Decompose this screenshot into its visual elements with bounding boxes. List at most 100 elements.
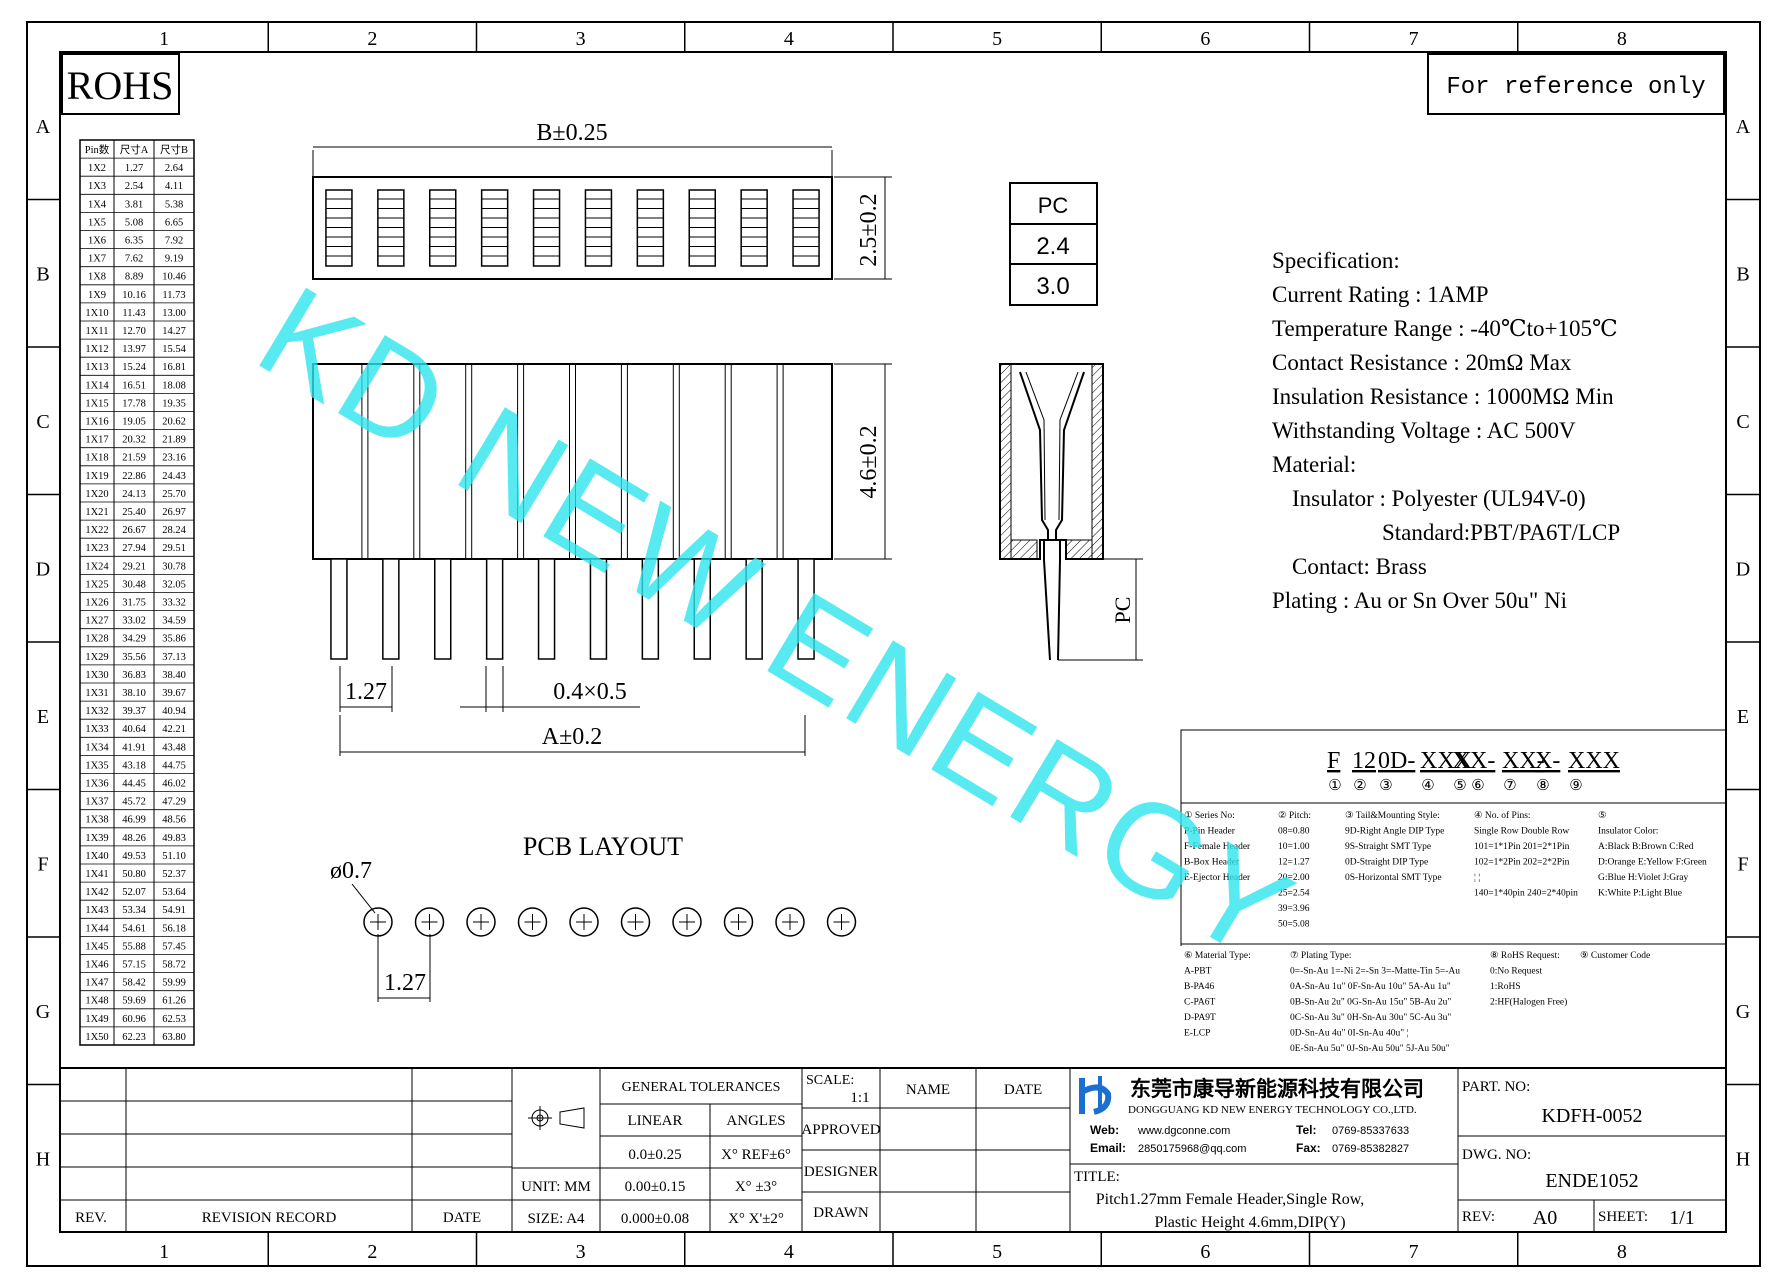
pin [641,558,660,660]
pin-table-cell: 35.86 [162,634,186,645]
company-name-cn: 东莞市康导新能源科技有限公司 [1130,1077,1424,1101]
zone-row-left: D [36,558,50,580]
spec-line: Insulation Resistance : 1000MΩ Min [1272,384,1614,409]
pin-table-cell: 33.32 [162,598,186,609]
legend-color: D:Orange E:Yellow F:Green [1598,858,1707,868]
pin-table-cell: 44.45 [122,779,146,790]
pin-table-cell: 29.21 [122,561,146,572]
pcb-hole [672,907,702,937]
pin-table-cell: 1X49 [85,1014,108,1025]
pin-table-cell: 1X25 [85,579,108,590]
legend-rohs: ⑧ RoHS Request: [1490,950,1560,961]
zone-col-bottom: 6 [1200,1241,1210,1263]
part-code-index: ③ [1379,778,1392,794]
pin-table-cell: 14.27 [162,326,186,337]
rev-label: REV: [1462,1209,1495,1225]
pcb-hole [569,907,599,937]
legend-pins: 101=1*1Pin 201=2*1Pin [1474,842,1570,852]
front-view: 4.6±0.2 1.27 0.4×0.5 A±0.2 [312,363,892,756]
pin-table-cell: 33.02 [122,616,146,627]
pin [589,558,608,660]
legend-material: C-PA6T [1184,998,1216,1008]
legend-pitch: 25=2.54 [1278,889,1310,899]
dim-pc: PC [1110,597,1135,624]
pin-table-cell: 12.70 [122,326,146,337]
zone-row-right: E [1737,706,1749,728]
pin-table-cell: 25.40 [122,507,146,518]
legend-tail: ③ Tail&Mounting Style: [1345,810,1440,821]
pin-table-cell: 1X8 [88,272,106,283]
legend-rohs: 2:HF(Halogen Free) [1490,997,1567,1008]
part-code-segment: XXX [1568,748,1620,774]
spec-line: Current Rating : 1AMP [1272,282,1489,307]
pin-table-cell: 34.29 [122,634,146,645]
dim-top-h: 2.5±0.2 [856,193,882,266]
pin-table-cell: 16.51 [122,380,146,391]
legend-plating: 0=-Sn-Au 1=-Ni 2=-Sn 3=-Matte-Tin 5=-Au [1290,967,1460,977]
pin-table-cell: 53.34 [122,905,146,916]
scale-label: SCALE: [806,1073,854,1088]
pin-table-cell: 1X23 [85,543,108,554]
pin-table-cell: 46.99 [122,815,146,826]
specification: Specification:Current Rating : 1AMPTempe… [1272,248,1620,613]
legend-pins: 140=1*40pin 240=2*40pin [1474,889,1578,899]
pin-table-cell: 1X31 [85,688,108,699]
linear-tol-2: 0.00±0.15 [625,1179,686,1195]
part-no-label: PART. NO: [1462,1079,1530,1095]
pin-table-cell: 1X2 [88,163,106,174]
pin-table-cell: 28.24 [162,525,186,536]
zone-row-right: H [1736,1148,1750,1170]
pin-table-header: Pin数 [85,143,110,156]
pin-table-cell: 7.62 [125,254,143,265]
legend-pitch: 39=3.96 [1278,904,1310,914]
legend-pins: ¦ ¦ [1474,873,1480,883]
reference-note: For reference only [1446,74,1705,101]
pcb-hole [723,907,754,937]
pin-table-cell: 46.02 [162,779,186,790]
pin-table-cell: 1X22 [85,525,108,536]
pin-table-cell: 58.72 [162,960,186,971]
legend-tail: 9D-Right Angle DIP Type [1345,827,1444,837]
pin-table-cell: 34.59 [162,616,186,627]
zone-col-top: 5 [992,28,1002,50]
pin-table-cell: 1X28 [85,634,108,645]
sheet-label: SHEET: [1598,1209,1648,1225]
pin-table-cell: 1X42 [85,887,108,898]
pin-table-cell: 17.78 [122,398,146,409]
pin-table-cell: 27.94 [122,543,146,554]
rev-value: A0 [1533,1207,1557,1229]
spec-line: Specification: [1272,248,1400,273]
pin-table-cell: 40.94 [162,706,186,717]
angle-tol-1: X° REF±6° [721,1147,791,1163]
pin-table-cell: 1X12 [85,344,108,355]
pin-table-cell: 1X17 [85,435,108,446]
legend-tail: 0D-Straight DIP Type [1345,858,1428,868]
legend-material: A-PBT [1184,967,1212,977]
part-code-segment: X- [1470,748,1495,774]
zone-col-top: 7 [1409,28,1419,50]
dim-a: A±0.2 [542,724,603,750]
top-view: B±0.25 2.5±0.2 [312,120,892,280]
pin-table-cell: 6.65 [165,217,183,228]
pin-table-cell: 8.89 [125,272,143,283]
legend-tail: 9S-Straight SMT Type [1345,842,1431,852]
title-label: TITLE: [1074,1169,1120,1185]
part-code-index: ⑥ [1471,778,1484,794]
spec-line: Material: [1272,452,1356,477]
zone-col-top: 3 [576,28,586,50]
part-code-index: ④ [1421,778,1434,794]
pin-table-cell: 1X15 [85,398,108,409]
zone-row-right: D [1736,558,1750,580]
pin-table-cell: 1X16 [85,417,108,428]
pin-table-cell: 58.42 [122,978,146,989]
pin-table-cell: 1X48 [85,996,108,1007]
part-code-segment: 12 [1352,748,1376,774]
part-code-segment: X [1452,748,1469,774]
part-code-segment: X- [1535,748,1560,774]
legend-rohs: 1:RoHS [1490,982,1521,992]
zone-col-bottom: 5 [992,1241,1002,1263]
pc-value-2: 3.0 [1036,273,1069,300]
pin-table-cell: 11.73 [162,290,185,301]
